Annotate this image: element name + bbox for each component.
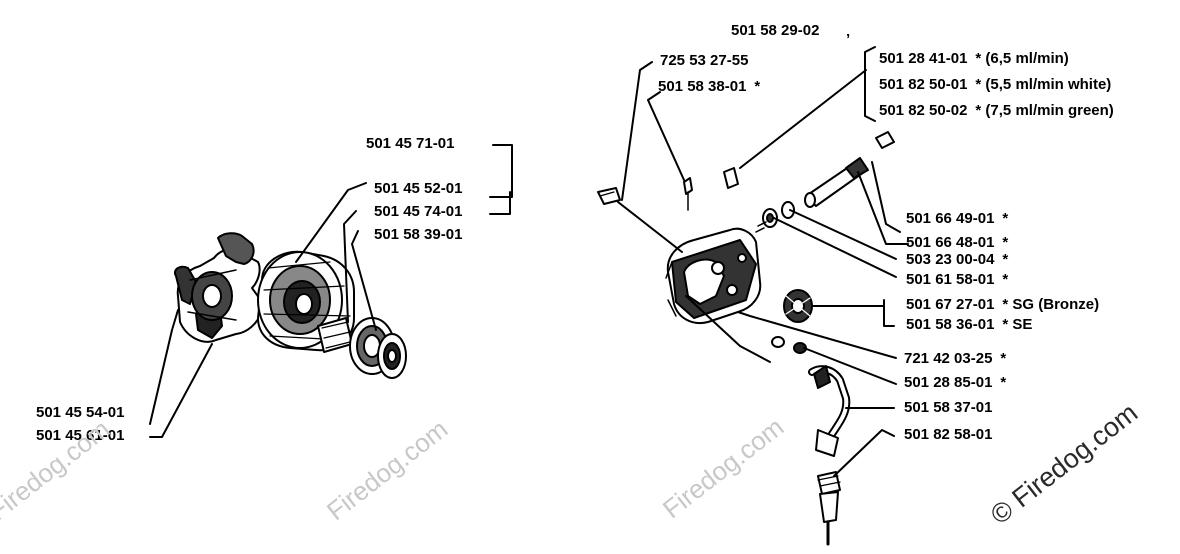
oil-hose-fitting — [771, 336, 807, 354]
clutch-drum — [257, 250, 355, 352]
part-label-503-23-00-04: 503 23 00-04* — [906, 251, 1009, 268]
oil-filter — [817, 471, 841, 546]
part-label-501-58-38-01: 501 58 38-01* — [658, 78, 761, 95]
pump-screw-left — [597, 187, 621, 205]
part-label-501-82-58-01: 501 82 58-01 — [904, 426, 993, 443]
part-label-721-42-03-25: 721 42 03-25* — [904, 350, 1007, 367]
part-label-501-58-37-01: 501 58 37-01 — [904, 399, 993, 416]
pump-piston — [804, 157, 869, 208]
part-label-501-58-36-01: 501 58 36-01* SE — [906, 316, 1033, 333]
part-label-501-66-49-01: 501 66 49-01* — [906, 210, 1009, 227]
part-label-501-45-52-01: 501 45 52-01 — [374, 180, 463, 197]
pump-screw-mid — [683, 177, 693, 211]
part-label-501-58-29-02: 501 58 29-02 — [731, 22, 820, 39]
washer — [377, 333, 407, 379]
seal-and-spring — [755, 201, 795, 233]
part-label-501-66-48-01: 501 66 48-01* — [906, 234, 1009, 251]
oil-suction-pipe — [808, 365, 851, 457]
part-label-501-82-50-01: 501 82 50-01* (5,5 ml/min white) — [879, 76, 1112, 93]
part-label-501-82-50-02: 501 82 50-02* (7,5 ml/min green) — [879, 102, 1114, 119]
worm-gear — [783, 289, 813, 323]
part-label-501-45-54-01: 501 45 54-01 — [36, 404, 125, 421]
part-label-501-58-39-01: 501 58 39-01 — [374, 226, 463, 243]
tick-mark: ’ — [846, 31, 850, 48]
pump-screw-top — [723, 167, 739, 189]
part-label-725-53-27-55: 725 53 27-55 — [660, 52, 749, 69]
part-label-501-28-41-01: 501 28 41-01* (6,5 ml/min) — [879, 50, 1069, 67]
part-label-501-45-61-01: 501 45 61-01 — [36, 427, 125, 444]
part-label-501-67-27-01: 501 67 27-01* SG (Bronze) — [906, 296, 1100, 313]
part-label-501-45-71-01: 501 45 71-01 — [366, 135, 455, 152]
oil-pump-housing — [665, 227, 762, 324]
part-label-501-61-58-01: 501 61 58-01* — [906, 271, 1009, 288]
part-label-501-28-85-01: 501 28 85-01* — [904, 374, 1007, 391]
adjust-screw-cap — [875, 131, 895, 149]
part-label-501-45-74-01: 501 45 74-01 — [374, 203, 463, 220]
clutch-shoe-assembly — [174, 232, 264, 343]
